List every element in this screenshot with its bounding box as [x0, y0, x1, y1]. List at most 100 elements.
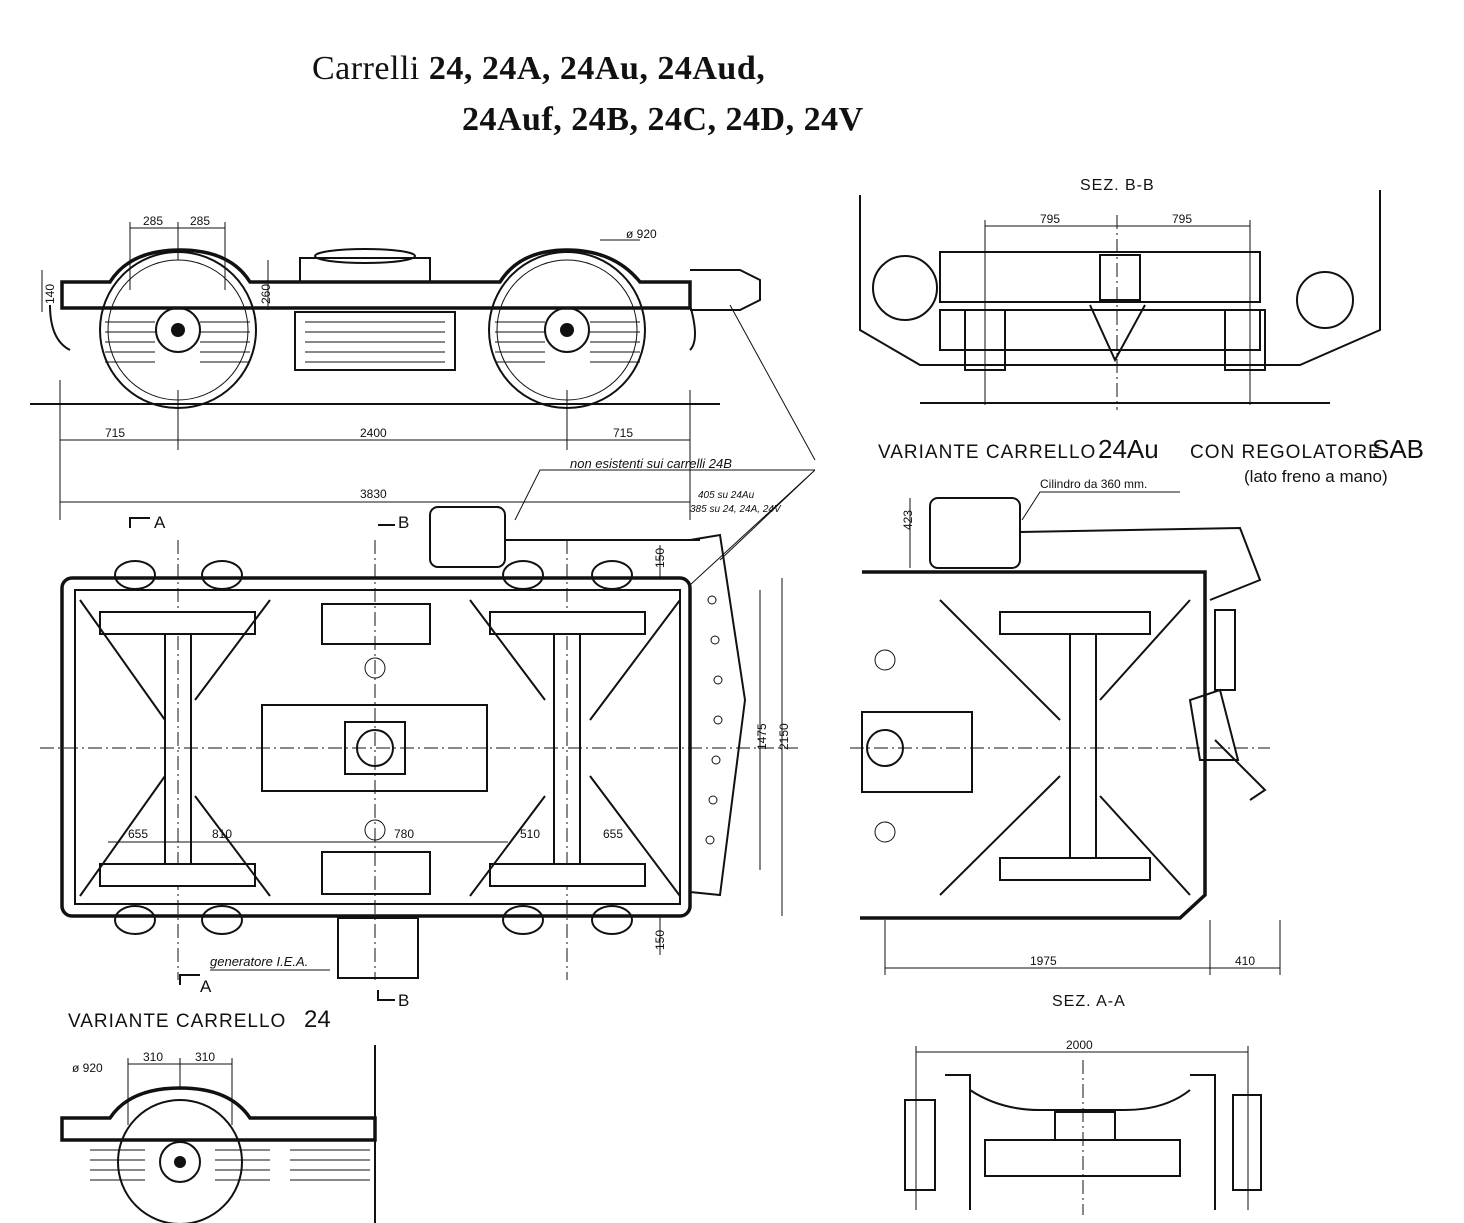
dim-795-b: 795: [1172, 212, 1192, 226]
label-variante-24au-note: (lato freno a mano): [1244, 467, 1388, 486]
dim-1475: 1475: [755, 723, 769, 750]
wheel-plan-3: [489, 611, 646, 635]
dim-780: 780: [394, 827, 414, 841]
section-bb-frame: [939, 251, 1261, 303]
dim-140: 140: [43, 284, 57, 304]
pivot-circle: [356, 729, 394, 767]
bolster-pad-bottom: [321, 851, 431, 895]
variante-24-springs: [90, 1149, 270, 1181]
note-405: 405 su 24Au: [698, 490, 755, 501]
dim-715-b: 715: [613, 426, 633, 440]
marker-b-top-label: B: [398, 513, 409, 532]
marker-b-bottom: [377, 990, 395, 1001]
dim-2150: 2150: [777, 723, 791, 750]
variante-wheel-top: [999, 611, 1151, 635]
variante-bolster: [861, 711, 973, 793]
bolster-spring-coils: [305, 321, 445, 363]
wheel-plan-4: [489, 863, 646, 887]
wheel-plan-2: [99, 863, 256, 887]
label-variante-24au-prefix: VARIANTE CARRELLO: [878, 442, 1096, 463]
variante-lever: [1214, 739, 1267, 801]
pivot-plate: [314, 248, 416, 264]
variante-24au-view: [850, 491, 1281, 975]
dim-715-a: 715: [105, 426, 125, 440]
bolster-pad-top: [321, 603, 431, 645]
inner-frame: [74, 589, 681, 905]
section-bb-wheel-right: [1296, 271, 1354, 329]
lever-holes: [705, 595, 723, 845]
center-pivot: [344, 721, 406, 775]
variante-frame: [860, 570, 1207, 920]
axle-springs: [105, 321, 640, 363]
frame-braces: [79, 599, 681, 897]
frame-ends: [49, 304, 696, 351]
dim-410: 410: [1235, 954, 1255, 968]
title-line-2: 24Auf, 24B, 24C, 24D, 24V: [462, 101, 864, 138]
variante-24-frame: [60, 1086, 377, 1142]
bolster-top: [299, 257, 431, 283]
bolster-plan: [261, 704, 488, 792]
axle-left: [171, 323, 185, 337]
variante-bellows: [1188, 688, 1240, 761]
note-cilindro: Cilindro da 360 mm.: [1040, 477, 1147, 491]
bogie-frame-plan: [60, 576, 692, 918]
note-non-esistenti: non esistenti sui carrelli 24B: [570, 456, 732, 471]
note-385: 385 su 24, 24A, 24V: [690, 504, 782, 515]
variante-regulator: [1214, 609, 1236, 691]
label-variante-24au-suffix: SAB: [1372, 434, 1424, 464]
label-sez-bb: SEZ. B-B: [1080, 177, 1155, 194]
marker-a-top-label: A: [154, 513, 166, 532]
section-aa-box-left: [904, 1099, 936, 1191]
label-variante-24au-mid: CON REGOLATORE: [1190, 442, 1382, 463]
note-generatore: generatore I.E.A.: [210, 954, 308, 969]
dim-810: 810: [212, 827, 232, 841]
dim-310-a: 310: [143, 1050, 163, 1064]
title-codes-1: 24, 24A, 24Au, 24Aud,: [428, 50, 766, 87]
brake-rigging-end: [690, 269, 761, 311]
variante-braces: [939, 599, 1191, 896]
spring-caps: [114, 560, 633, 935]
marker-b-bottom-label: B: [398, 991, 409, 1010]
variante-cylinder: [929, 497, 1021, 569]
dim-423: 423: [901, 510, 915, 530]
dim-285-a: 285: [143, 214, 163, 228]
label-variante-24au-code: 24Au: [1098, 434, 1159, 464]
label-variante-24-prefix: VARIANTE CARRELLO: [68, 1011, 286, 1032]
dim-2000: 2000: [1066, 1038, 1093, 1052]
marker-a-bottom-label: A: [200, 977, 212, 996]
dim-150-b: 150: [653, 930, 667, 950]
axle-right: [560, 323, 574, 337]
wheel-plan-1: [99, 611, 256, 635]
dim-variante-920: ø 920: [72, 1061, 103, 1075]
dim-655-b: 655: [603, 827, 623, 841]
label-variante-24-code: 24: [304, 1006, 331, 1033]
title-line-1: Carrelli 24, 24A, 24Au, 24Aud,: [312, 50, 765, 88]
section-bb-outline: [859, 190, 1381, 366]
label-sez-aa: SEZ. A-A: [1052, 993, 1126, 1010]
dim-1975: 1975: [1030, 954, 1057, 968]
variante-axle: [1069, 633, 1097, 859]
marker-a-bottom: [179, 974, 200, 985]
bogie-frame-side: [60, 248, 692, 310]
dim-dia-920: ø 920: [626, 227, 657, 241]
bolster-springs: [294, 311, 456, 371]
dim-655-a: 655: [128, 827, 148, 841]
section-aa-pivot: [1054, 1111, 1116, 1141]
section-aa-frame: [945, 1074, 1216, 1210]
dim-260: 260: [259, 284, 273, 304]
section-bb-wheel-left: [872, 255, 938, 321]
marker-a-top: [129, 517, 150, 528]
dim-285-b: 285: [190, 214, 210, 228]
section-aa: [904, 1046, 1262, 1215]
generator: [337, 917, 419, 979]
dim-2400: 2400: [360, 426, 387, 440]
section-bb-hanger: [1089, 304, 1146, 363]
brake-cylinder: [429, 506, 506, 568]
dim-510: 510: [520, 827, 540, 841]
variante-24-view: [60, 1045, 377, 1223]
section-bb-spring-right: [1224, 309, 1266, 371]
section-aa-bolster-top: [969, 1089, 1191, 1111]
side-elevation: [30, 222, 761, 520]
